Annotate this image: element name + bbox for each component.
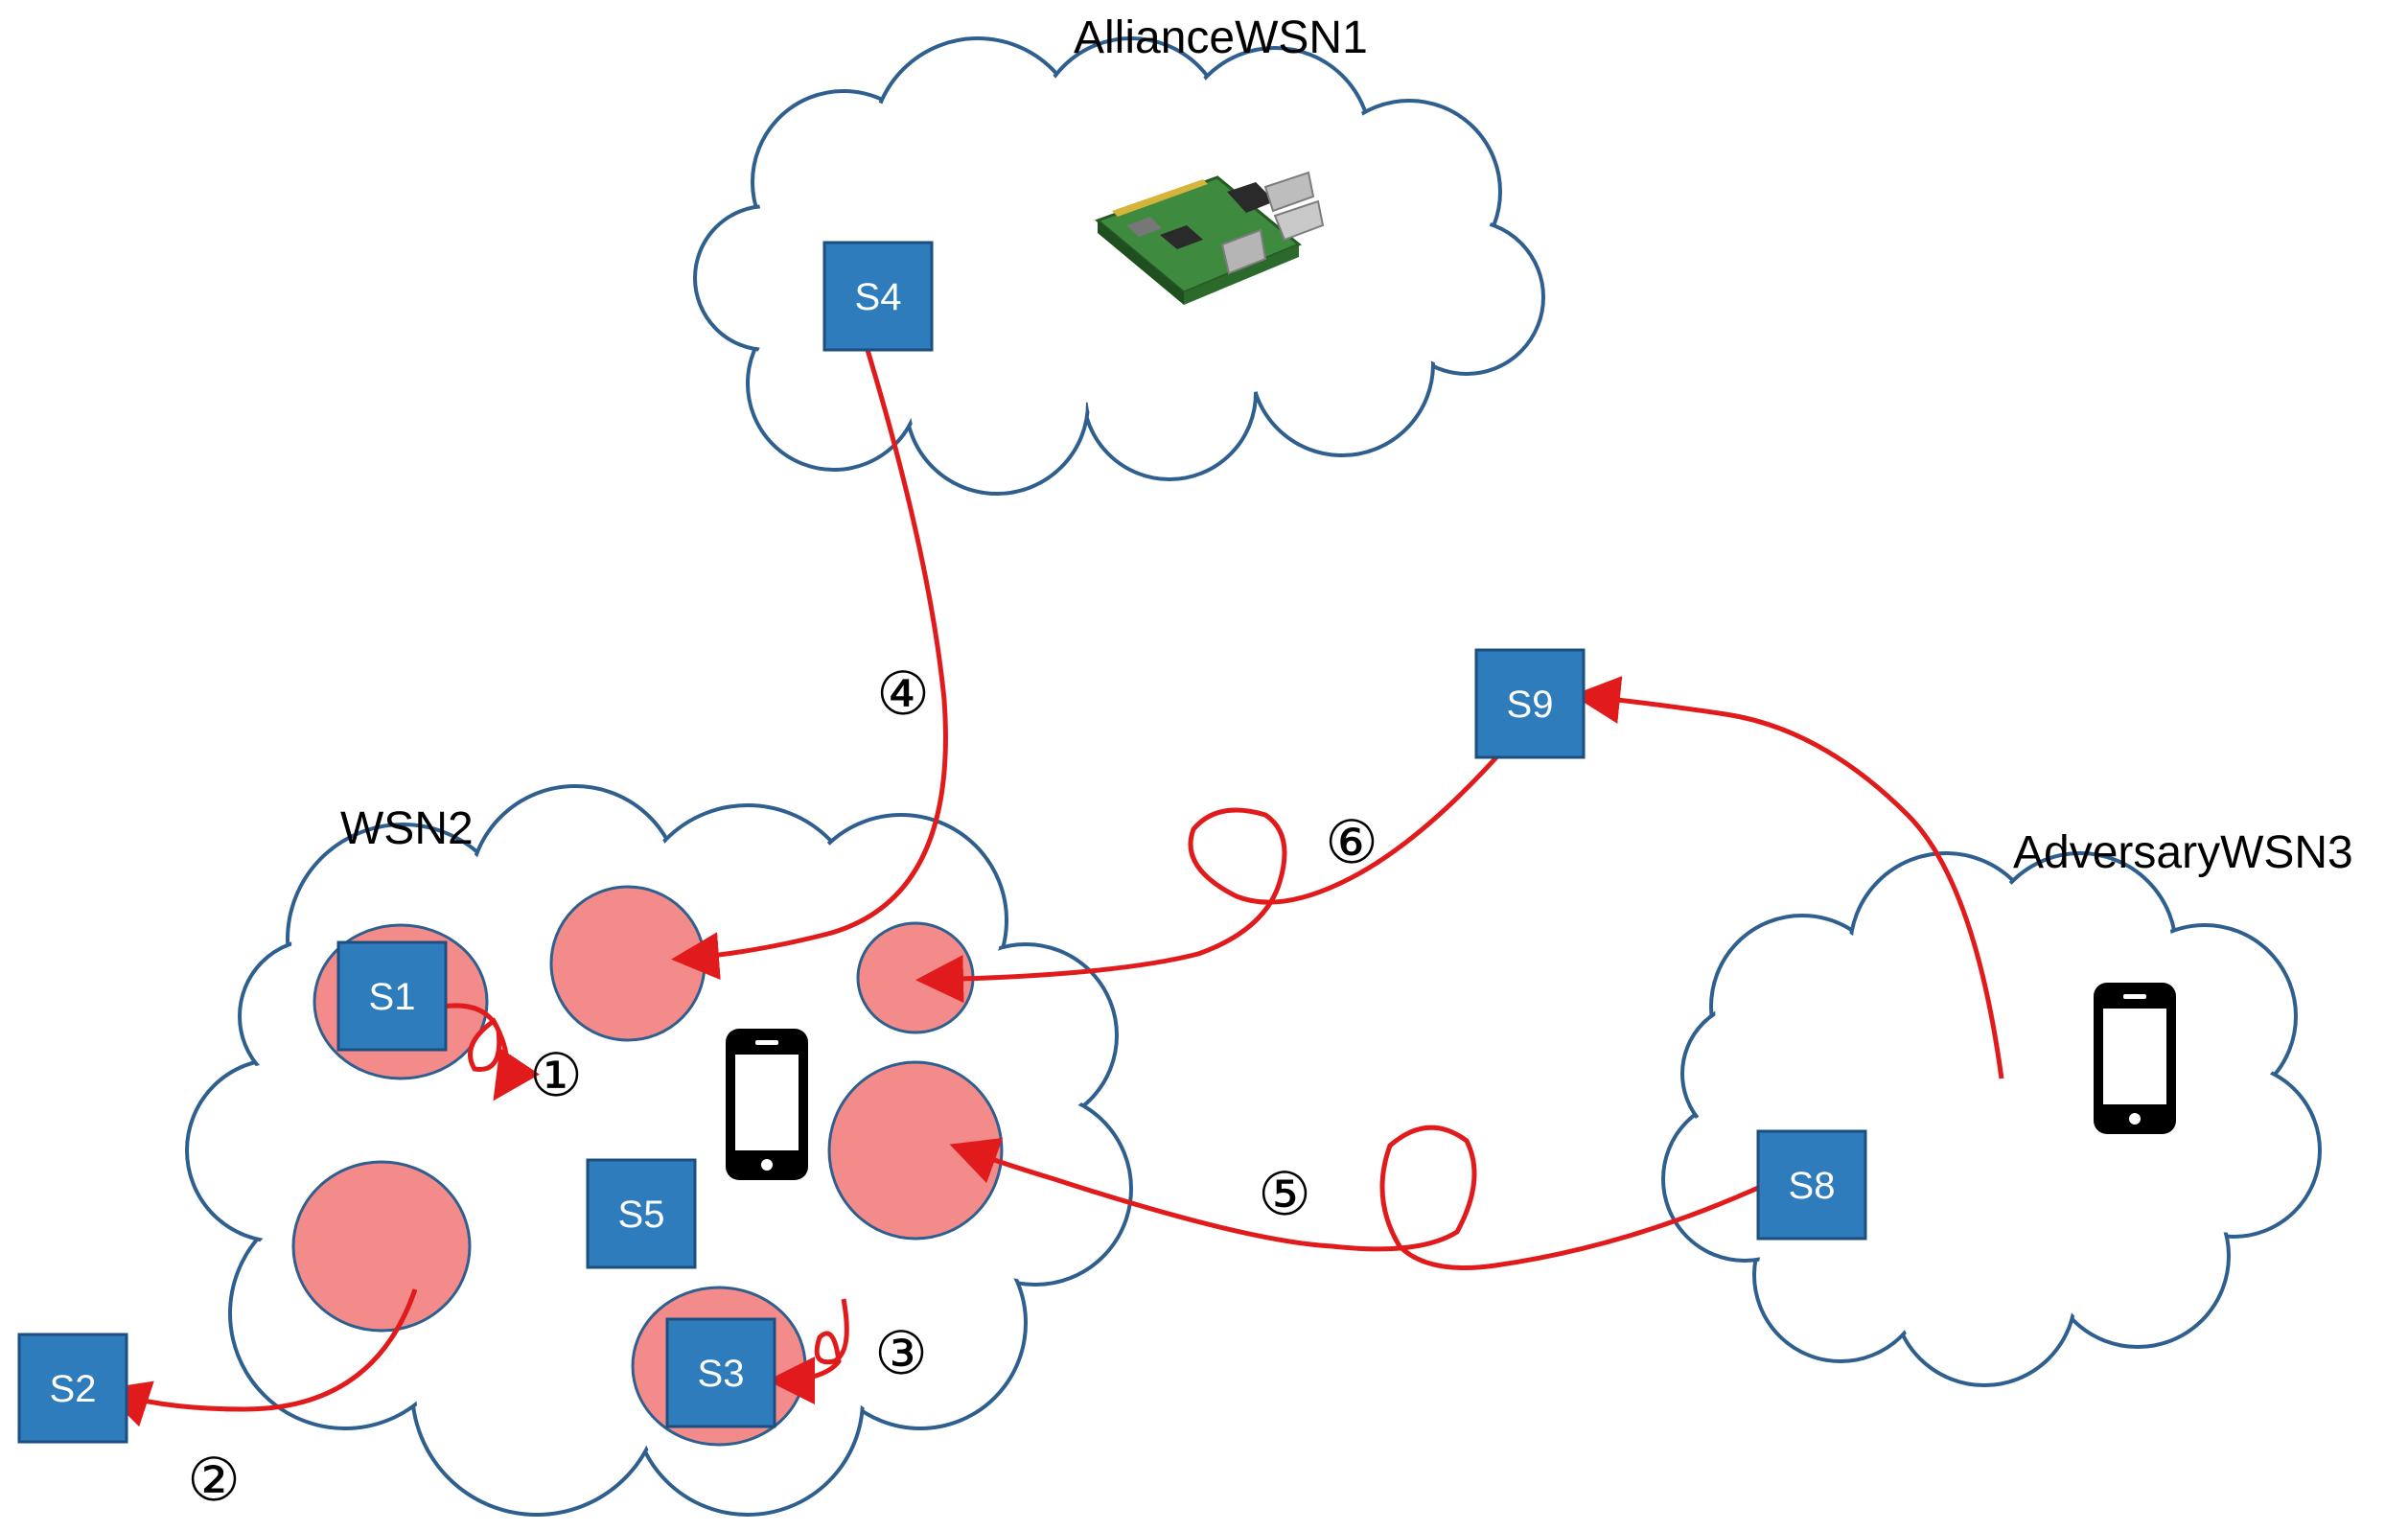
arrow-step-4 (671, 349, 948, 981)
node-s2-label: S2 (50, 1368, 97, 1410)
arrow-s8-to-s9 (1572, 676, 2004, 1079)
node-s1[interactable] (336, 940, 448, 1052)
step-6-label: ⑥ (1325, 807, 1378, 877)
node-s3[interactable] (665, 1317, 776, 1428)
node-s9[interactable] (1474, 648, 1586, 759)
node-s3-label: S3 (698, 1353, 745, 1395)
step-5-label: ⑤ (1258, 1159, 1311, 1229)
arrow-step-1 (430, 1003, 540, 1102)
zone-top (549, 885, 706, 1042)
node-s5-label: S5 (618, 1194, 665, 1236)
node-s4[interactable] (822, 241, 934, 352)
nodes (17, 241, 1867, 1444)
adversary-cloud (1661, 851, 2322, 1387)
alliance-cloud-label: AllianceWSN1 (1074, 12, 1368, 63)
step-4-label: ④ (876, 659, 930, 729)
zone-left (291, 1160, 472, 1333)
wsn2-cloud-label: WSN2 (340, 803, 474, 854)
step-labels: ① ② ③ ④ ⑤ ⑥ (187, 659, 1378, 1515)
arrow-step-5 (949, 1125, 1769, 1270)
node-s8[interactable] (1756, 1129, 1867, 1241)
node-s5[interactable] (586, 1158, 697, 1269)
zone-right (827, 1060, 1004, 1241)
node-s8-label: S8 (1789, 1165, 1836, 1207)
step-2-label: ② (187, 1445, 241, 1515)
smartphone-icon (726, 1029, 808, 1180)
arrow-step-6 (915, 746, 1507, 1004)
node-s1-label: S1 (369, 976, 416, 1018)
step-3-label: ③ (874, 1318, 928, 1388)
arrows (101, 349, 2004, 1427)
alliance-cloud (693, 36, 1545, 496)
raspberry-pi-icon (1095, 171, 1325, 305)
smartphone-icon (2094, 983, 2176, 1134)
node-s9-label: S9 (1507, 684, 1554, 726)
node-labels: S4 S1 S5 S3 S2 S9 S8 (50, 276, 1836, 1410)
arrow-step-3 (767, 1298, 849, 1404)
adversary-cloud-label: AdversaryWSN3 (2013, 827, 2353, 878)
arrow-step-2 (101, 1288, 418, 1427)
node-s4-label: S4 (855, 276, 902, 318)
step-1-label: ① (529, 1040, 583, 1110)
node-s2[interactable] (17, 1333, 128, 1444)
